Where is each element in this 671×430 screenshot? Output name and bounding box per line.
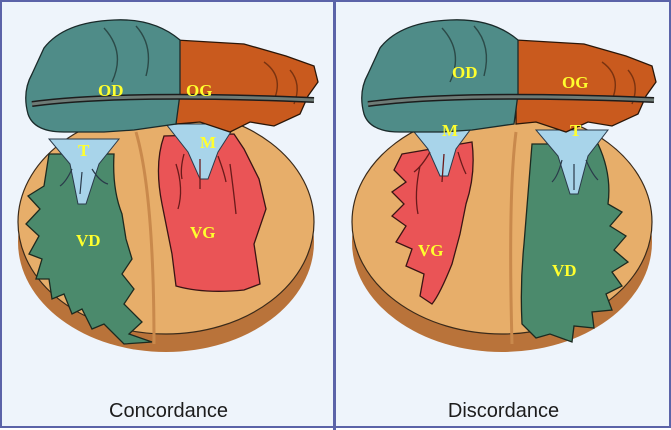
- caption-discordance: Discordance: [336, 400, 671, 423]
- label-od: OD: [98, 81, 124, 100]
- heart-diagram-concordance: OD OG T M VD VG: [4, 4, 333, 396]
- label-vg: VG: [190, 223, 216, 242]
- label-t: T: [570, 121, 582, 140]
- label-vg: VG: [418, 241, 444, 260]
- label-m: M: [442, 121, 458, 140]
- label-t: T: [78, 141, 90, 160]
- right-atrium: [362, 20, 518, 132]
- label-od: OD: [452, 63, 478, 82]
- label-og: OG: [186, 81, 212, 100]
- caption-concordance: Concordance: [4, 400, 333, 423]
- label-vd: VD: [76, 231, 101, 250]
- label-m: M: [200, 133, 216, 152]
- right-atrium: [26, 20, 180, 132]
- panel-concordance: OD OG T M VD VG Concordance: [4, 4, 333, 428]
- label-og: OG: [562, 73, 588, 92]
- label-vd: VD: [552, 261, 577, 280]
- heart-diagram-discordance: OD OG M T VG VD: [336, 4, 671, 396]
- panel-discordance: OD OG M T VG VD Discordance: [336, 4, 671, 428]
